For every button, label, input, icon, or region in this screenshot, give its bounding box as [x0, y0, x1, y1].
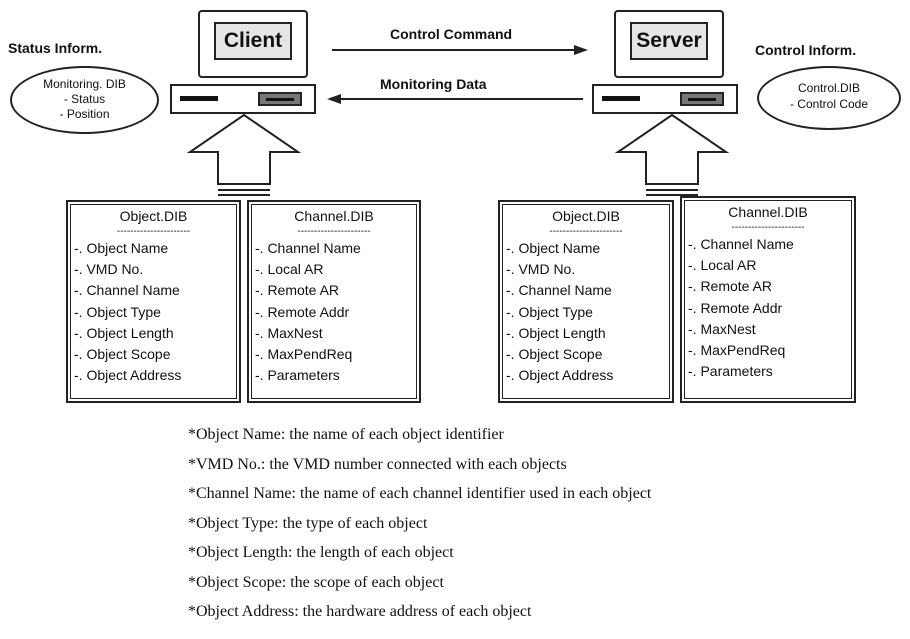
table-item: -. Remote Addr — [255, 303, 350, 320]
table-item: -. VMD No. — [74, 261, 144, 278]
table-item: -. Object Scope — [506, 346, 603, 363]
table-title: Object.DIB — [119, 208, 188, 224]
footnotes: *Object Name: the name of each object id… — [188, 420, 908, 627]
table-separator: ---------------------- — [297, 226, 371, 237]
footnote-object-name: *Object Name: the name of each object id… — [188, 426, 504, 443]
footnote-object-type: *Object Type: the type of each object — [188, 514, 428, 532]
table-title: Channel.DIB — [728, 204, 808, 220]
client-base-unit — [170, 84, 316, 114]
client-monitor: Client — [198, 10, 308, 78]
control-dib-ellipse: Control.DIB - Control Code — [757, 66, 901, 130]
table-item: -. Local AR — [255, 261, 324, 278]
client-object-dib-table: Object.DIB ---------------------- -. Obj… — [66, 200, 241, 403]
table-item: -. MaxPendReq — [688, 342, 786, 359]
control-command-label: Control Command — [390, 26, 513, 42]
table-item: -. Channel Name — [506, 282, 612, 299]
monitoring-data-label: Monitoring Data — [380, 76, 487, 92]
table-item: -. VMD No. — [506, 261, 576, 278]
server-drive-icon — [680, 92, 724, 106]
table-item: -. Channel Name — [255, 240, 361, 256]
client-floppy-slot — [180, 96, 218, 101]
footnote-channel-name: *Channel Name: the name of each channel … — [188, 485, 652, 502]
table-item: -. Object Scope — [74, 346, 171, 363]
table-item: -. Local AR — [688, 257, 757, 274]
footnote-object-address: *Object Address: the hardware address of… — [188, 603, 532, 620]
footnote-object-length: *Object Length: the length of each objec… — [188, 544, 454, 561]
ellipse-line: - Position — [59, 107, 110, 121]
monitoring-data-arrow — [327, 94, 583, 104]
table-separator: ---------------------- — [731, 222, 805, 233]
server-base-unit — [592, 84, 738, 114]
table-item: -. Remote Addr — [688, 299, 783, 316]
table-title: Object.DIB — [552, 208, 620, 224]
footnote-vmd-no: *VMD No.: the VMD number connected with … — [188, 455, 567, 473]
footnote-object-scope: *Object Scope: the scope of each object — [188, 573, 444, 591]
table-item: -. Parameters — [688, 363, 773, 380]
server-floppy-slot — [602, 96, 640, 101]
server-monitor: Server — [614, 10, 724, 78]
server-object-dib-table: Object.DIB ---------------------- -. Obj… — [498, 200, 674, 403]
table-separator: ---------------------- — [549, 226, 623, 237]
ellipse-line: Control.DIB — [797, 81, 861, 95]
ellipse-line: - Control Code — [789, 97, 869, 111]
table-item: -. Object Name — [506, 240, 601, 256]
table-item: -. Object Length — [74, 324, 174, 341]
client-screen-label: Client — [214, 22, 292, 60]
table-item: -. Object Length — [506, 324, 606, 341]
table-title: Channel.DIB — [294, 208, 374, 224]
server-up-arrow-icon — [614, 113, 730, 196]
table-item: -. Channel Name — [74, 282, 180, 299]
control-inform-title: Control Inform. — [755, 42, 857, 58]
table-item: -. Parameters — [255, 367, 340, 384]
table-item: -. Object Address — [74, 367, 182, 384]
server-channel-dib-table: Channel.DIB ---------------------- -. Ch… — [680, 196, 856, 403]
server-screen-label: Server — [630, 22, 708, 60]
table-item: -. MaxNest — [255, 324, 323, 341]
table-item: -. Channel Name — [688, 236, 794, 252]
client-drive-icon — [258, 92, 302, 106]
ellipse-line: - Status — [63, 92, 106, 106]
table-item: -. Object Address — [506, 367, 614, 384]
table-item: -. Object Type — [74, 303, 161, 320]
table-item: -. Object Name — [74, 240, 169, 256]
table-item: -. Remote AR — [255, 282, 340, 299]
table-separator: ---------------------- — [116, 226, 191, 237]
status-inform-title: Status Inform. — [8, 40, 103, 56]
table-item: -. MaxPendReq — [255, 346, 353, 363]
table-item: -. MaxNest — [688, 320, 756, 337]
table-item: -. Remote AR — [688, 278, 773, 295]
monitoring-dib-ellipse: Monitoring. DIB - Status - Position — [10, 66, 159, 134]
table-item: -. Object Type — [506, 303, 593, 320]
client-up-arrow-icon — [186, 113, 302, 196]
ellipse-line: Monitoring. DIB — [43, 77, 126, 91]
client-channel-dib-table: Channel.DIB ---------------------- -. Ch… — [247, 200, 421, 403]
control-command-arrow — [332, 45, 588, 55]
